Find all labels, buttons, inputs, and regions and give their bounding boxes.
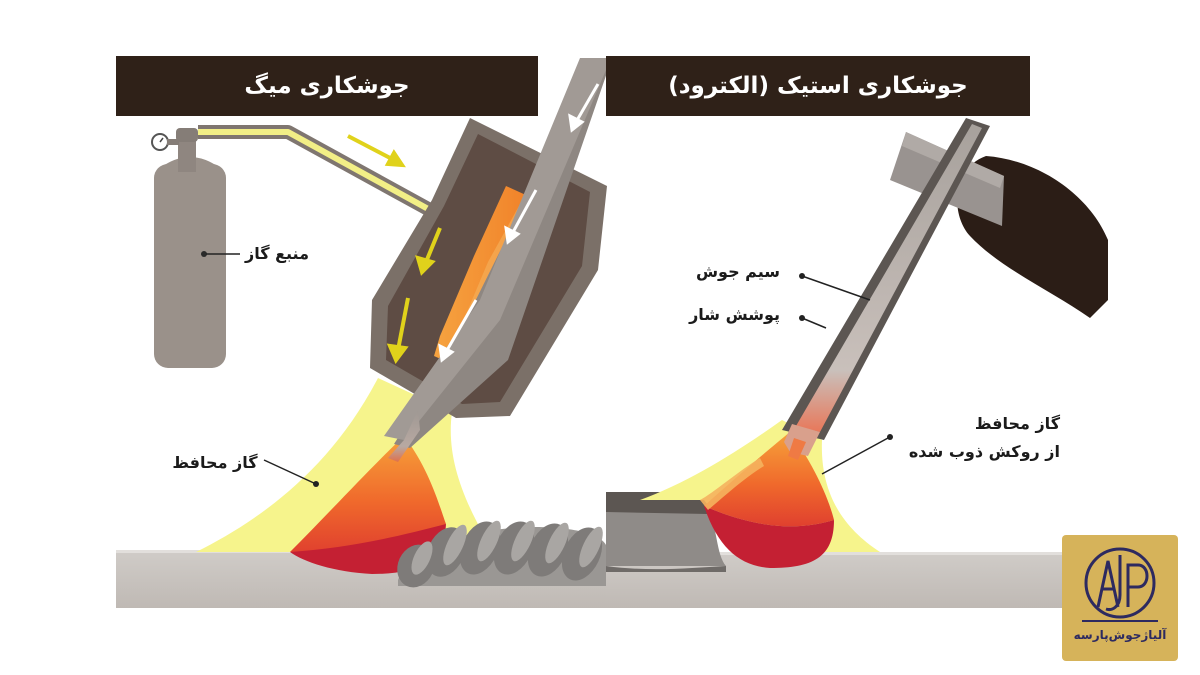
mig-title: جوشکاری میگ: [244, 73, 410, 99]
stick-shielding-gas-line2: از روکش ذوب شده: [908, 442, 1060, 461]
gas-source-label: منبع گاز: [245, 244, 309, 263]
stick-title-banner: جوشکاری استیک (الکترود): [606, 56, 1030, 116]
mig-weld-bead: [397, 520, 606, 588]
mig-wire-feed: [384, 58, 610, 462]
flux-coating-label: پوشش شار: [689, 305, 780, 324]
mig-weld-pool: [290, 436, 446, 554]
stick-weld-pool: [704, 432, 834, 527]
inner-gas-arrows: [386, 227, 442, 364]
gas-cylinder: [151, 128, 226, 368]
wire-direction-arrows: [438, 83, 600, 363]
electrode-rod: [782, 118, 990, 460]
company-logo: آلیاژجوش‌پارسه: [1062, 535, 1178, 661]
mig-shielding-gas-label: گاز محافظ: [172, 453, 258, 472]
gas-flow-arrow: [347, 134, 406, 168]
logo-text: آلیاژجوش‌پارسه: [1073, 628, 1167, 642]
mig-title-banner: جوشکاری میگ: [116, 56, 538, 116]
stick-shielding-gas-label: گاز محافظ از روکش ذوب شده: [900, 410, 1060, 466]
stick-shielding-gas-line1: گاز محافظ: [974, 414, 1060, 433]
logo-monogram: [1082, 547, 1158, 622]
welding-wire-label: سیم جوش: [695, 262, 780, 281]
stick-title: جوشکاری استیک (الکترود): [668, 73, 968, 99]
